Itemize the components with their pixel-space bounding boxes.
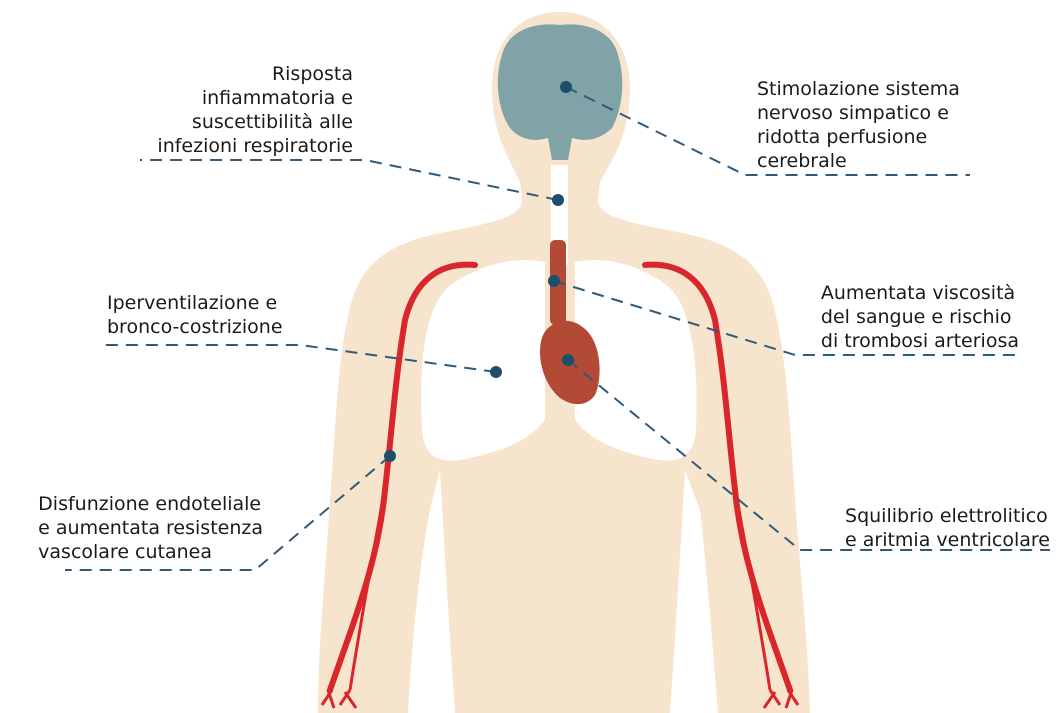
label-inflammatory-response: Risposta infiammatoria e suscettibilità … bbox=[157, 62, 353, 158]
dot-blood bbox=[548, 275, 560, 287]
dot-heart bbox=[562, 354, 574, 366]
label-hyperventilation: Iperventilazione e bronco-costrizione bbox=[107, 291, 283, 339]
dot-airway bbox=[552, 194, 564, 206]
dot-lungs bbox=[490, 366, 502, 378]
label-blood-viscosity: Aumentata viscosità del sangue e rischio… bbox=[821, 281, 1019, 353]
label-electrolyte-imbalance: Squilibrio elettrolitico e aritmia ventr… bbox=[845, 504, 1050, 552]
dot-brain bbox=[560, 81, 572, 93]
label-sympathetic-stimulation: Stimolazione sistema nervoso simpatico e… bbox=[757, 77, 960, 173]
leader-airway bbox=[140, 160, 558, 200]
label-endothelial-dysfunction: Disfunzione endoteliale e aumentata resi… bbox=[38, 492, 263, 564]
dot-skin bbox=[384, 450, 396, 462]
